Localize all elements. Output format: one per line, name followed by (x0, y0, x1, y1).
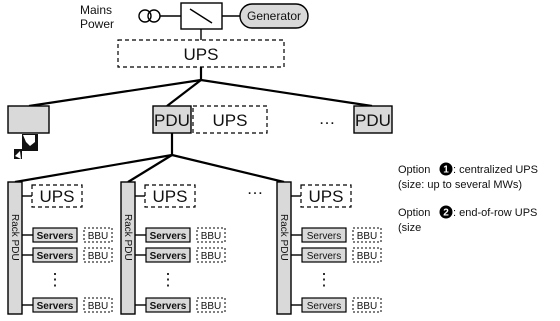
rack-pdu-label: Rack PDU (9, 214, 20, 261)
server-label: Servers (307, 251, 341, 262)
server-box (301, 247, 347, 263)
rack-pdu-label: Rack PDU (122, 214, 133, 261)
bbu-label: BBU (88, 301, 109, 312)
legend-option-2-prefix: Option (398, 207, 430, 219)
bbu-label: BBU (88, 231, 109, 242)
server-box (32, 227, 78, 243)
bbu-label: BBU (357, 301, 378, 312)
bbu-label: BBU (357, 251, 378, 262)
server-box (32, 247, 78, 263)
rack-pdu-bar (120, 181, 136, 315)
pdu-label-right: PDU (355, 111, 391, 130)
server-vertical-dots: ⋮ (160, 270, 177, 289)
broken-image-icon (14, 134, 38, 159)
option-2-number: 2 (443, 208, 449, 219)
legend-option-1-sub: (size: up to several MWs) (398, 179, 522, 191)
generator-box (239, 3, 309, 29)
rack-group-1: Rack PDU UPS Servers Servers Servers ⋮ B… (7, 181, 113, 315)
generator-label: Generator (247, 9, 301, 23)
server-label: Servers (37, 251, 74, 262)
rack-ups-label: UPS (40, 187, 75, 206)
pdu-box-left (7, 105, 50, 134)
rack-pdu-bar (276, 181, 292, 315)
rack-ups-label: UPS (153, 187, 188, 206)
server-box (145, 247, 191, 263)
bbu-box (196, 297, 226, 313)
rack-ellipsis: … (247, 179, 264, 198)
mains-power-label-line2: Power (80, 17, 114, 31)
ups-to-pdu-lines (28, 67, 373, 108)
legend-option-1-prefix: Option (398, 164, 430, 176)
option-2-number-badge (439, 205, 453, 219)
rack-ups-label: UPS (309, 187, 344, 206)
server-box (145, 227, 191, 243)
mains-power-label-line1: Mains (80, 3, 112, 17)
server-box (301, 297, 347, 313)
server-vertical-dots: ⋮ (316, 270, 333, 289)
rack-pdu-label: Rack PDU (278, 214, 289, 261)
server-box (301, 227, 347, 243)
mains-source-icon (138, 9, 161, 23)
end-of-row-ups-box (192, 105, 268, 134)
server-vertical-dots: ⋮ (47, 270, 64, 289)
rack-pdu-bar (7, 181, 23, 315)
server-label: Servers (37, 231, 74, 242)
legend-option-2: Option 2 : end-of-row UPS (size (398, 205, 537, 234)
bbu-box (352, 247, 382, 263)
server-label: Servers (307, 231, 341, 242)
centralized-ups-label: UPS (184, 45, 219, 64)
bbu-label: BBU (201, 231, 222, 242)
pdu-label-middle: PDU (154, 111, 190, 130)
bbu-box (352, 297, 382, 313)
option-1-number: 1 (443, 165, 449, 176)
server-label: Servers (37, 301, 74, 312)
bbu-box (83, 297, 113, 313)
bbu-box (352, 227, 382, 243)
server-label: Servers (150, 301, 187, 312)
legend-option-2-text: : end-of-row UPS (453, 207, 537, 219)
rack-group-3: Rack PDU UPS Servers Servers Servers ⋮ B… (276, 181, 382, 315)
legend: Option 1 : centralized UPS (size: up to … (398, 162, 538, 234)
transfer-switch (180, 2, 223, 30)
server-label: Servers (307, 301, 341, 312)
pdu-ellipsis: … (319, 109, 336, 128)
pdu-box-right (353, 105, 393, 134)
pdu-to-rack-lines (14, 133, 285, 184)
legend-option-1: Option 1 : centralized UPS (size: up to … (398, 162, 538, 191)
bbu-box (196, 227, 226, 243)
server-box (32, 297, 78, 313)
server-box (145, 297, 191, 313)
bbu-label: BBU (357, 231, 378, 242)
centralized-ups-box (117, 39, 285, 68)
bbu-label: BBU (88, 251, 109, 262)
bbu-label: BBU (201, 251, 222, 262)
bbu-box (83, 247, 113, 263)
bbu-box (83, 227, 113, 243)
option-1-number-badge (439, 162, 453, 176)
legend-option-2-sub: (size (398, 222, 421, 234)
rack-group-2: Rack PDU UPS Servers Servers Servers ⋮ B… (120, 181, 226, 315)
end-of-row-ups-label: UPS (213, 111, 248, 130)
bbu-box (196, 247, 226, 263)
legend-option-1-text: : centralized UPS (453, 164, 538, 176)
server-label: Servers (150, 231, 187, 242)
bbu-label: BBU (201, 301, 222, 312)
server-label: Servers (150, 251, 187, 262)
